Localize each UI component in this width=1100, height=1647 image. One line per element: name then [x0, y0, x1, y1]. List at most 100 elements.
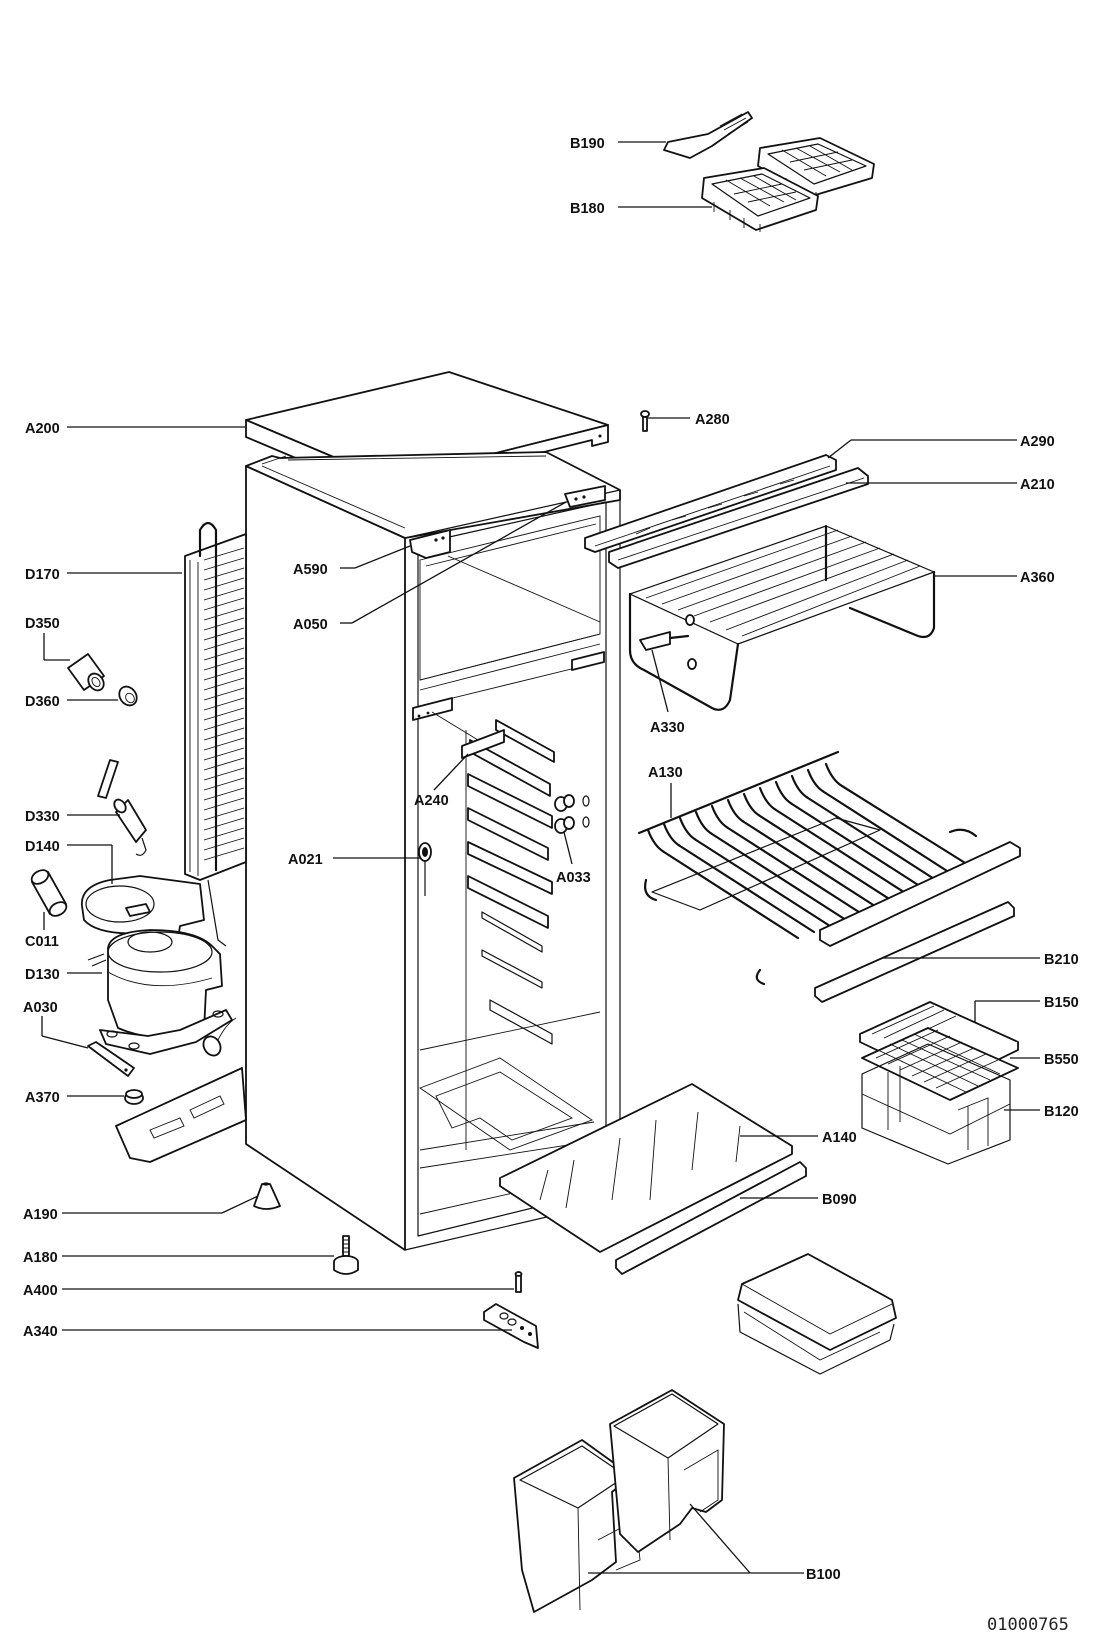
callout-a210: A210	[846, 477, 1055, 493]
callout-d330: D330	[25, 809, 120, 825]
label-d140: D140	[25, 839, 60, 855]
label-a050: A050	[293, 617, 328, 633]
label-a140: A140	[822, 1130, 857, 1146]
callout-a290: A290	[827, 434, 1055, 459]
label-b190: B190	[570, 136, 605, 152]
callout-c011: C011	[25, 912, 59, 950]
part-b090-glass-shelf-trim[interactable]	[615, 1161, 807, 1275]
callout-b120: B120	[1004, 1104, 1079, 1120]
label-b090: B090	[822, 1192, 857, 1208]
callout-a033: A033	[556, 831, 591, 886]
callout-a130: A130	[648, 765, 683, 818]
leader-line	[651, 649, 669, 713]
callout-a240: A240	[414, 711, 479, 809]
part-d140-drip-tray[interactable]	[81, 875, 205, 939]
label-b150: B150	[1044, 995, 1079, 1011]
label-b100: B100	[806, 1567, 841, 1583]
part-a030-mounting-clip[interactable]	[87, 1041, 135, 1077]
callout-d140: D140	[25, 839, 113, 884]
part-b100-door-bin-right[interactable]	[609, 1389, 725, 1553]
label-a021: A021	[288, 852, 323, 868]
callout-b190: B190	[570, 136, 666, 152]
label-a130: A130	[648, 765, 683, 781]
part-cabinet-body[interactable]	[245, 451, 621, 1251]
part-a340-bottom-hinge[interactable]	[483, 1303, 539, 1349]
label-a033: A033	[556, 870, 591, 886]
label-a400: A400	[23, 1283, 58, 1299]
part-d130-compressor[interactable]	[87, 929, 237, 1059]
label-a280: A280	[695, 412, 730, 428]
part-a033-knobs[interactable]	[554, 794, 590, 834]
part-c011-capacitor[interactable]	[29, 867, 69, 918]
part-a021-sensor-clip[interactable]	[418, 842, 432, 896]
bracket-a590	[409, 529, 451, 559]
part-d350-connector[interactable]	[67, 653, 107, 693]
label-d170: D170	[25, 567, 60, 583]
callout-b180: B180	[570, 201, 712, 217]
callout-d350: D350	[25, 616, 70, 661]
label-a370: A370	[25, 1090, 60, 1106]
label-d330: D330	[25, 809, 60, 825]
label-a330: A330	[650, 720, 685, 736]
callout-a400: A400	[23, 1283, 514, 1299]
part-a190-foot-cap[interactable]	[253, 1182, 281, 1210]
part-compressor-base-plate	[115, 1067, 247, 1163]
part-b550-crisper-grille[interactable]	[861, 1027, 1019, 1101]
callout-a021: A021	[288, 852, 420, 868]
callout-d130: D130	[25, 967, 102, 983]
callout-d170: D170	[25, 567, 182, 583]
part-a280-screw[interactable]	[640, 410, 650, 432]
label-a290: A290	[1020, 434, 1055, 450]
label-d130: D130	[25, 967, 60, 983]
leader-line	[433, 753, 469, 791]
part-a370-grommet[interactable]	[124, 1089, 144, 1105]
callout-a590: A590	[293, 545, 411, 578]
callout-a340: A340	[23, 1324, 512, 1340]
callout-b090: B090	[740, 1192, 857, 1208]
callout-a030: A030	[23, 1000, 89, 1049]
part-d170-condenser[interactable]	[184, 521, 247, 947]
part-a290-hinge-strip[interactable]	[584, 454, 837, 553]
part-d330-dryer-filter[interactable]	[97, 759, 147, 856]
callout-b210: B210	[882, 952, 1079, 968]
part-a210-trim-strip[interactable]	[608, 467, 869, 569]
callout-b100: B100	[588, 1503, 841, 1583]
part-a400-hinge-pin[interactable]	[514, 1271, 523, 1293]
leader-line	[563, 831, 573, 865]
callout-a050: A050	[293, 501, 601, 633]
callout-a370: A370	[25, 1090, 124, 1106]
label-a360: A360	[1020, 570, 1055, 586]
label-b210: B210	[1044, 952, 1079, 968]
condenser-fins	[203, 547, 245, 861]
label-a180: A180	[23, 1250, 58, 1266]
part-d360-connector[interactable]	[116, 683, 141, 709]
callout-a180: A180	[23, 1250, 334, 1266]
label-a210: A210	[1020, 477, 1055, 493]
label-b550: B550	[1044, 1052, 1079, 1068]
label-b180: B180	[570, 201, 605, 217]
label-c011: C011	[25, 934, 59, 950]
callout-b150: B150	[974, 995, 1079, 1022]
label-a240: A240	[414, 793, 449, 809]
part-a140-glass-shelf[interactable]	[499, 1083, 793, 1253]
label-b120: B120	[1044, 1104, 1079, 1120]
part-a240-shelf-rail[interactable]	[461, 729, 505, 759]
part-b180-ice-tray-front[interactable]	[701, 167, 819, 232]
part-b120-crisper-drawer[interactable]	[861, 1043, 1011, 1165]
part-a130-wire-shelf[interactable]	[637, 750, 978, 986]
part-a360-freezer-shelf[interactable]	[628, 524, 936, 711]
drawing-number: 01000765	[987, 1615, 1069, 1635]
label-a030: A030	[23, 1000, 58, 1016]
label-d350: D350	[25, 616, 60, 632]
part-butter-compartment[interactable]	[737, 1253, 897, 1375]
part-a180-adjustable-foot[interactable]	[333, 1235, 359, 1275]
callout-a280: A280	[648, 412, 730, 428]
callout-b550: B550	[1010, 1052, 1079, 1068]
label-a340: A340	[23, 1324, 58, 1340]
callout-a330: A330	[650, 649, 685, 736]
callout-a200: A200	[25, 421, 245, 437]
part-b190-ice-scraper[interactable]	[663, 111, 753, 159]
label-a590: A590	[293, 562, 328, 578]
part-b210-shelf-trim[interactable]	[814, 841, 1021, 1003]
